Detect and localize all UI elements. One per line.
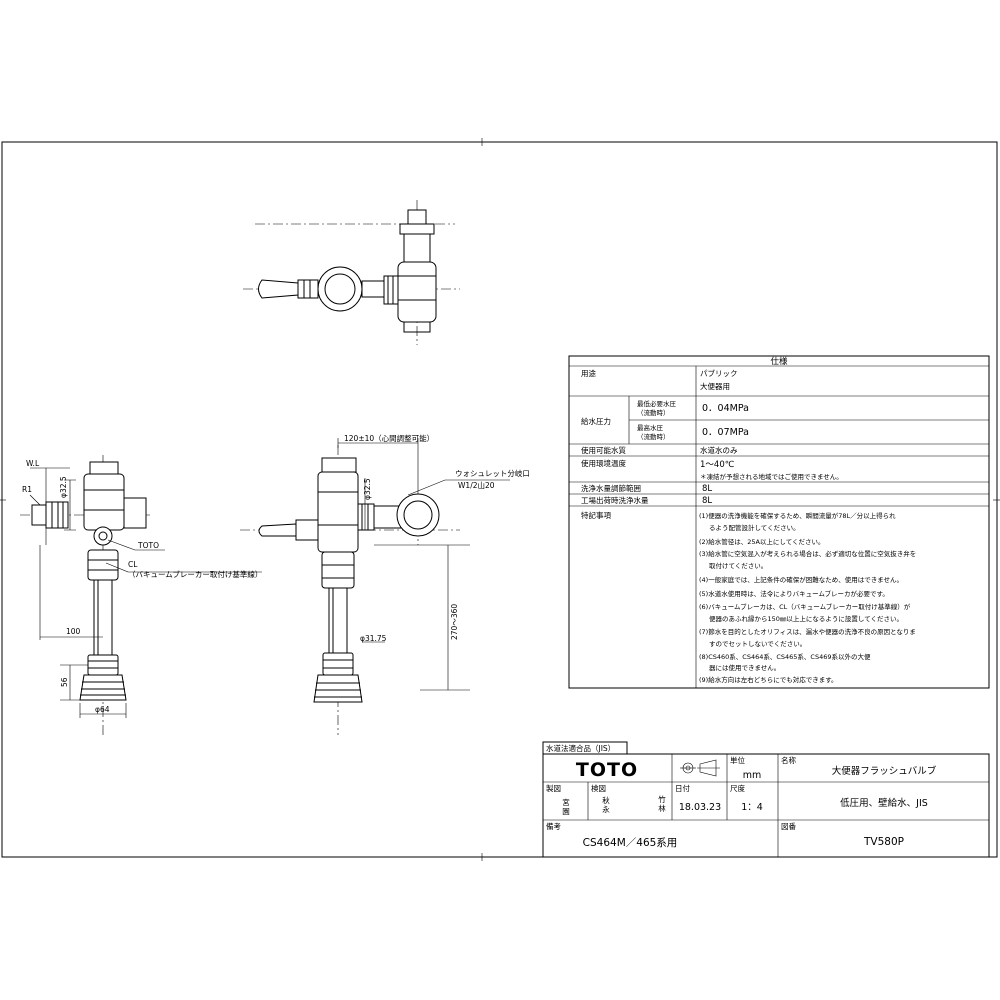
jis-label: 水道法適合品（JIS） — [546, 743, 615, 753]
checked-sign: 林 — [658, 803, 666, 813]
checked-stamp: 永 — [602, 804, 610, 814]
date-value: 18.03.23 — [679, 802, 721, 813]
note-line: (2)給水管径は、25A以上にしてください。 — [699, 537, 825, 546]
temp-label: 使用環境温度 — [581, 458, 626, 468]
remarks-label: 備考 — [546, 821, 561, 831]
dim-cl-note: （バキュームブレーカー取付け基準線） — [128, 569, 262, 579]
flush-range-label: 洗浄水量調節範囲 — [581, 483, 641, 493]
usage-value: パブリック — [700, 368, 738, 378]
note-line: (5)水道水使用時は、法令によりバキュームブレーカが必要です。 — [699, 589, 889, 598]
side-view — [240, 438, 510, 735]
min-pressure-value: 0．04MPa — [702, 403, 749, 414]
date-label: 日付 — [675, 783, 690, 793]
scale-value: 1：4 — [741, 802, 763, 813]
sheet-frame — [0, 138, 1000, 861]
projection-symbol-icon — [680, 759, 720, 777]
max-pressure-label: 最高水圧 — [637, 423, 664, 432]
note-line: (3)給水管に空気混入が考えられる場合は、必ず適切な位置に空気抜き弁を — [699, 549, 916, 558]
temp-note: ＊凍結が予想される地域ではご使用できません。 — [700, 472, 843, 481]
notes-list: (1)便器の洗浄機能を確保するため、瞬間流量が78L／分以上得られ るよう配管設… — [699, 511, 916, 684]
dim-56: 56 — [60, 677, 69, 687]
name-label: 名称 — [781, 755, 796, 765]
dim-r1: R1 — [22, 485, 32, 494]
made-stamp: 園 — [562, 807, 570, 816]
note-line: (4)一般家庭では、上記条件の確保が困難なため、使用はできません。 — [699, 575, 903, 584]
water-label: 使用可能水質 — [581, 445, 626, 455]
note-line: るよう配管設計してください。 — [709, 523, 800, 532]
front-view — [20, 455, 262, 735]
scale-label: 尺度 — [730, 783, 745, 793]
name-value: 大便器フラッシュバルブ — [832, 765, 937, 777]
flush-range-value: 8L — [702, 484, 712, 494]
dim-toto-mark: TOTO — [137, 541, 159, 550]
drawing-no-label: 図番 — [781, 821, 796, 831]
factory-label: 工場出荷時洗浄水量 — [581, 495, 649, 505]
dim-120: 120±10（心間調整可能） — [344, 433, 434, 443]
dim-phi3175: φ31.75 — [360, 634, 387, 643]
checked-stamp: 秋 — [602, 795, 610, 805]
dim-washlet: ウォシュレット分岐口 — [455, 468, 530, 478]
min-pressure-label: （流動時） — [637, 408, 670, 417]
note-line: (8)CS460系、CS464系、CS465系、CS469系以外の大便 — [699, 652, 871, 661]
dim-270: 270～360 — [450, 604, 459, 640]
dim-washlet-thread: W1/2山20 — [458, 480, 495, 490]
factory-value: 8L — [702, 496, 712, 506]
dimension-labels: W.L R1 φ32.5 TOTO CL （バキュームブレーカー取付け基準線） … — [22, 433, 530, 714]
max-pressure-label: （流動時） — [637, 432, 670, 441]
dim-100: 100 — [66, 627, 81, 636]
top-view — [243, 200, 460, 345]
note-line: (9)給水方向は左右どちらにでも対応できます。 — [699, 675, 838, 684]
title-block: 水道法適合品（JIS） TOTO 単位 mm 名称 大便器フラッシュバルブ 製図… — [542, 741, 990, 858]
drawing-no-value: TV580P — [863, 836, 904, 848]
notes-label: 特記事項 — [581, 510, 611, 520]
note-line: (1)便器の洗浄機能を確保するため、瞬間流量が78L／分以上得られ — [699, 511, 896, 520]
note-line: (7)節水を目的としたオリフィスは、漏水や便器の洗浄不良の原因となりま — [699, 627, 916, 636]
usage-value: 大便器用 — [700, 381, 730, 391]
checked-sign: 竹 — [658, 794, 666, 804]
made-label: 製図 — [546, 783, 561, 793]
unit-value: mm — [743, 770, 762, 781]
unit-label: 単位 — [730, 755, 745, 765]
remarks-value: CS464M／465系用 — [583, 837, 678, 849]
dim-phi-front: φ32.5 — [59, 476, 68, 498]
made-stamp: 宮 — [562, 797, 570, 807]
spec-value: 低圧用、壁給水、JIS — [840, 797, 928, 809]
note-line: 取付けてください。 — [709, 561, 767, 570]
checked-label: 検図 — [591, 783, 606, 793]
usage-label: 用途 — [581, 368, 596, 378]
spec-table: 仕様 用途 パブリック 大便器用 給水圧力 最低必要水圧 （流動時） 0．04M… — [568, 355, 990, 689]
dim-wl: W.L — [26, 459, 40, 468]
spec-header: 仕様 — [770, 356, 788, 367]
dim-phi64: φ64 — [95, 705, 110, 714]
note-line: 便器のあふれ縁から150㎜以上上になるように設置してください。 — [709, 614, 903, 623]
max-pressure-value: 0．07MPa — [702, 427, 749, 438]
temp-value: 1～40℃ — [700, 460, 735, 470]
dim-cl: CL — [128, 560, 138, 569]
dim-phi-side: φ32.5 — [363, 478, 372, 500]
pressure-label: 給水圧力 — [581, 416, 611, 426]
min-pressure-label: 最低必要水圧 — [637, 399, 677, 408]
note-line: すのでセットしないでください。 — [709, 640, 806, 648]
note-line: 器には使用できません。 — [709, 663, 780, 672]
water-value: 水道水のみ — [700, 445, 738, 455]
brand-logo: TOTO — [576, 759, 638, 781]
note-line: (6)バキュームブレーカは、CL（バキュームブレーカー取付け基準線）が — [699, 602, 911, 611]
